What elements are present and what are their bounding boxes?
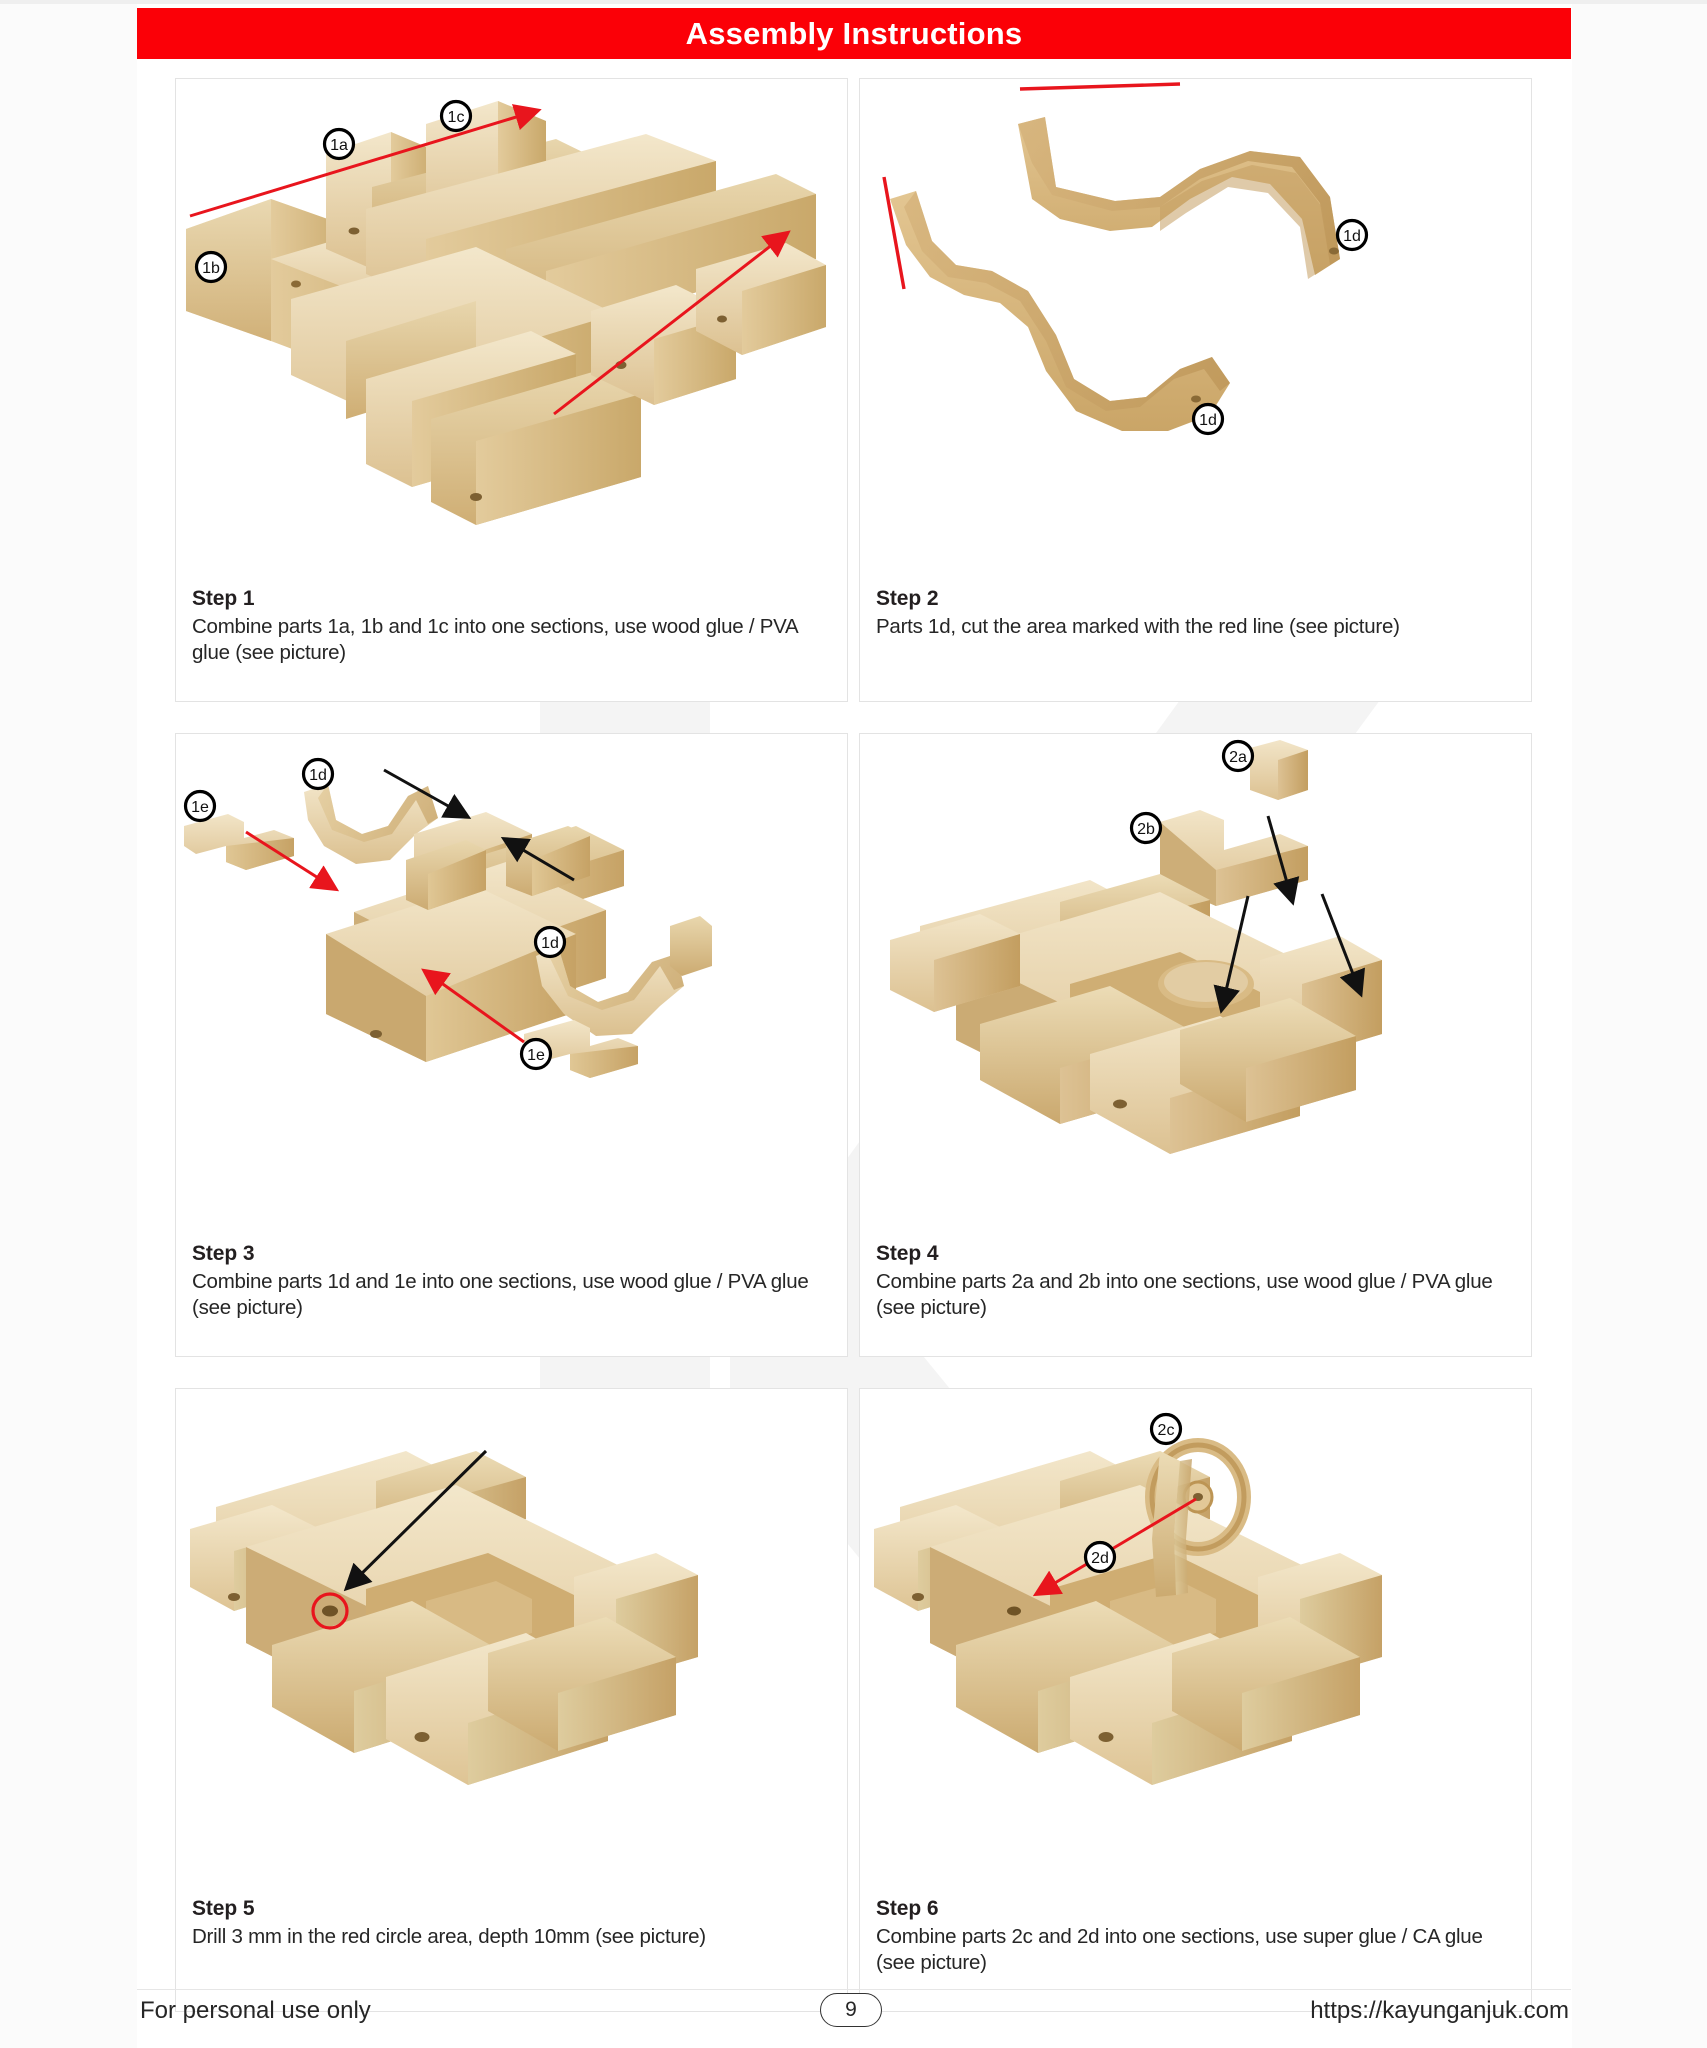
step-5-caption: Step 5 Drill 3 mm in the red circle area… bbox=[192, 1897, 833, 1950]
step-card-1: 1b 1a 1c Step 1 Combine parts 1a, 1b and… bbox=[175, 78, 848, 702]
step-card-3: 1d 1e 1d 1e Step bbox=[175, 733, 848, 1357]
assembly-arrow-red-2 bbox=[553, 230, 791, 416]
svg-text:1d: 1d bbox=[1343, 228, 1361, 245]
wood-chassis-step6 bbox=[874, 1451, 1382, 1785]
part-label-1c: 1c bbox=[439, 99, 473, 133]
step-5-title: Step 5 bbox=[192, 1897, 255, 1920]
svg-text:1d: 1d bbox=[309, 767, 327, 784]
part-label-2c: 2c bbox=[1149, 1412, 1183, 1446]
page-title: Assembly Instructions bbox=[685, 15, 1023, 51]
step-2-caption: Step 2 Parts 1d, cut the area marked wit… bbox=[876, 587, 1517, 640]
svg-text:1d: 1d bbox=[541, 935, 559, 952]
part-label-2a: 2a bbox=[1221, 739, 1255, 773]
header-bar: Assembly Instructions bbox=[137, 8, 1571, 59]
svg-text:1e: 1e bbox=[191, 799, 209, 816]
assembly-arrow-red-1 bbox=[245, 830, 340, 892]
assembly-arrow-black-1 bbox=[1266, 815, 1300, 906]
step-3-illustration: 1d 1e 1d 1e bbox=[176, 734, 847, 1234]
step-6-body: Combine parts 2c and 2d into one section… bbox=[876, 1925, 1483, 1975]
page-margin-right bbox=[1572, 0, 1707, 2048]
svg-text:1e: 1e bbox=[527, 1047, 545, 1064]
page-number-badge: 9 bbox=[820, 1993, 882, 2027]
step-1-title: Step 1 bbox=[192, 587, 255, 610]
wood-part-2a bbox=[1250, 740, 1308, 800]
drill-pointer-arrow bbox=[343, 1449, 488, 1592]
part-label-2d: 2d bbox=[1083, 1540, 1117, 1574]
svg-text:1a: 1a bbox=[330, 137, 348, 154]
step-4-body: Combine parts 2a and 2b into one section… bbox=[876, 1270, 1493, 1320]
step-card-6: 2c 2d Step 6 Combine parts 2c and 2d int… bbox=[859, 1388, 1532, 2012]
step-1-body: Combine parts 1a, 1b and 1c into one sec… bbox=[192, 615, 798, 665]
step-1-caption: Step 1 Combine parts 1a, 1b and 1c into … bbox=[192, 587, 833, 667]
red-cut-line-upper bbox=[1019, 82, 1181, 91]
step-4-illustration: 2a 2b bbox=[860, 734, 1531, 1234]
wood-part-1d-upper bbox=[1018, 117, 1340, 279]
step-5-body: Drill 3 mm in the red circle area, depth… bbox=[192, 1925, 706, 1948]
part-label-1d-a: 1d bbox=[301, 757, 335, 791]
step-6-caption: Step 6 Combine parts 2c and 2d into one … bbox=[876, 1897, 1517, 1977]
assembly-arrow-black-2 bbox=[1213, 895, 1250, 1014]
page-footer: For personal use only 9 https://kayungan… bbox=[0, 1985, 1707, 2048]
step-2-title: Step 2 bbox=[876, 587, 939, 610]
footer-divider bbox=[137, 1989, 1571, 1990]
step-1-illustration: 1b 1a 1c bbox=[176, 79, 847, 579]
svg-text:2c: 2c bbox=[1158, 1422, 1175, 1439]
svg-text:1d: 1d bbox=[1199, 412, 1217, 429]
part-label-1e-b: 1e bbox=[519, 1037, 553, 1071]
wood-chassis-step5 bbox=[190, 1451, 698, 1785]
part-label-1a: 1a bbox=[322, 127, 356, 161]
assembly-arrow-black-1 bbox=[383, 768, 472, 819]
step-3-caption: Step 3 Combine parts 1d and 1e into one … bbox=[192, 1242, 833, 1322]
svg-text:2b: 2b bbox=[1137, 821, 1155, 838]
step-card-5: Step 5 Drill 3 mm in the red circle area… bbox=[175, 1388, 848, 2012]
step-3-title: Step 3 bbox=[192, 1242, 255, 1265]
step-4-caption: Step 4 Combine parts 2a and 2b into one … bbox=[876, 1242, 1517, 1322]
step-5-illustration bbox=[176, 1389, 847, 1889]
step-3-body: Combine parts 1d and 1e into one section… bbox=[192, 1270, 809, 1320]
part-label-1d-lower: 1d bbox=[1191, 402, 1225, 436]
wood-part-1e-a bbox=[184, 814, 294, 870]
wood-part-2c-steering-wheel bbox=[1145, 1438, 1251, 1597]
step-card-4: 2a 2b Step 4 Combine parts 2a and 2b int… bbox=[859, 733, 1532, 1357]
wood-part-1d-lower bbox=[890, 191, 1230, 431]
step-2-body: Parts 1d, cut the area marked with the r… bbox=[876, 615, 1400, 638]
step-card-2: 1d 1d Step 2 Parts 1d, cut the area mark… bbox=[859, 78, 1532, 702]
footer-website-url[interactable]: https://kayunganjuk.com bbox=[1310, 1997, 1569, 2024]
part-label-1d-b: 1d bbox=[533, 925, 567, 959]
part-label-1b: 1b bbox=[194, 250, 228, 284]
drill-target-red-circle bbox=[311, 1592, 349, 1630]
wood-lower-frame bbox=[291, 243, 826, 525]
step-4-title: Step 4 bbox=[876, 1242, 939, 1265]
assembly-arrow-red-2 bbox=[421, 968, 525, 1044]
wood-part-1d-b bbox=[536, 916, 712, 1036]
assembly-arrow-red-1 bbox=[189, 104, 542, 218]
red-cut-line-lower bbox=[882, 176, 906, 290]
page-margin-left bbox=[0, 0, 137, 2048]
page-margin-top bbox=[0, 0, 1707, 4]
svg-text:2d: 2d bbox=[1091, 1550, 1109, 1567]
part-label-1d-upper: 1d bbox=[1335, 218, 1369, 252]
svg-text:1c: 1c bbox=[448, 109, 465, 126]
step-6-title: Step 6 bbox=[876, 1897, 939, 1920]
svg-text:1b: 1b bbox=[202, 260, 220, 277]
step-6-illustration: 2c 2d bbox=[860, 1389, 1531, 1889]
assembly-arrow-black-3 bbox=[1320, 893, 1365, 998]
step-2-illustration: 1d 1d bbox=[860, 79, 1531, 579]
part-label-2b: 2b bbox=[1129, 811, 1163, 845]
footer-usage-note: For personal use only bbox=[140, 1997, 371, 2024]
assembly-arrow-red-1 bbox=[1032, 1497, 1197, 1597]
wood-part-1e-b bbox=[524, 1020, 638, 1078]
steps-grid: 1b 1a 1c Step 1 Combine parts 1a, 1b and… bbox=[137, 78, 1571, 2012]
wood-part-1d-a bbox=[304, 784, 438, 864]
part-label-1e-a: 1e bbox=[183, 789, 217, 823]
wood-chassis-step4 bbox=[890, 874, 1382, 1154]
assembly-arrow-black-2 bbox=[500, 836, 575, 882]
svg-text:2a: 2a bbox=[1229, 749, 1247, 766]
